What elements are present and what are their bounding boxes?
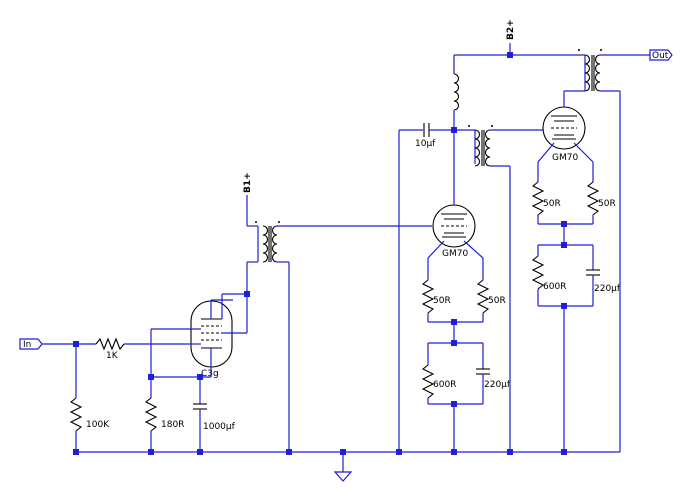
resistor-100k <box>69 397 83 432</box>
interstage-transformer-2 <box>468 125 493 167</box>
resistor-50r-b-label: 50R <box>488 296 506 306</box>
resistor-600r-a-label: 600R <box>433 380 456 390</box>
resistor-50r-a-label: 50R <box>433 296 451 306</box>
output-port[interactable]: Out <box>649 49 673 61</box>
interstage-transformer-1 <box>255 221 280 263</box>
tube-gm70-1 <box>432 204 476 248</box>
resistor-600r-b <box>531 255 545 290</box>
capacitor-1000uf <box>193 403 207 410</box>
resistor-600r-a <box>421 364 435 399</box>
output-label: Out <box>652 51 669 61</box>
capacitor-1000uf-label: 1000µf <box>203 422 236 432</box>
b2-supply-label: B2+ <box>506 19 516 40</box>
junction-dots <box>73 52 567 455</box>
input-port[interactable]: In <box>19 338 43 350</box>
capacitor-220uf-a <box>476 368 490 375</box>
resistor-50r-a <box>421 279 435 314</box>
resistor-50r-b <box>476 279 490 314</box>
tube-gm70-1-label: GM70 <box>442 249 468 259</box>
capacitor-10uf-label: 10µf <box>415 139 436 149</box>
tube-c3g-label: C3g <box>201 369 219 379</box>
capacitor-220uf-a-label: 220µf <box>484 380 511 390</box>
resistor-100k-label: 100K <box>86 420 110 430</box>
choke-inductor <box>453 73 460 111</box>
tube-gm70-2-label: GM70 <box>552 153 578 163</box>
output-transformer <box>578 49 602 92</box>
capacitor-220uf-b <box>586 269 600 276</box>
capacitor-220uf-b-label: 220µf <box>594 284 621 294</box>
ground-bus <box>76 451 620 472</box>
resistor-600r-b-label: 600R <box>543 282 566 292</box>
resistor-1k-label: 1K <box>106 351 119 361</box>
resistor-50r-c-label: 50R <box>543 199 561 209</box>
resistor-50r-c <box>531 181 545 216</box>
input-label: In <box>23 340 31 350</box>
resistor-180r-label: 180R <box>161 420 184 430</box>
resistor-50r-d-label: 50R <box>598 199 616 209</box>
tube-gm70-2 <box>542 106 586 150</box>
resistor-1k <box>95 337 125 351</box>
capacitor-10uf <box>423 123 430 137</box>
b1-supply-label: B1+ <box>243 172 253 193</box>
resistor-180r <box>144 397 158 432</box>
resistor-50r-d <box>586 181 600 216</box>
ground-symbol <box>333 471 353 482</box>
